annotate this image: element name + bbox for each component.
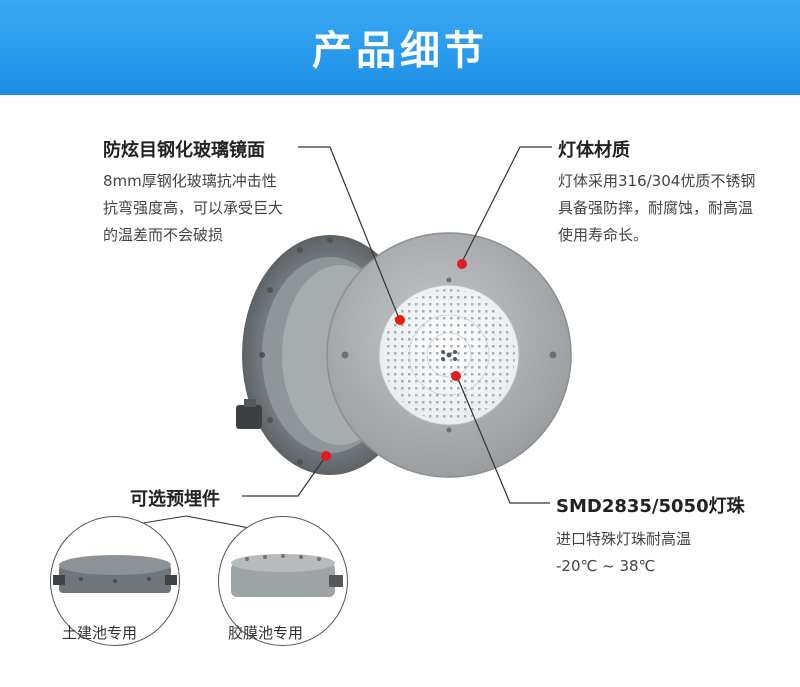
- feature-body-line: 灯体采用316/304优质不锈钢: [558, 172, 756, 190]
- feature-glass: 防炫目钢化玻璃镜面 8mm厚钢化玻璃抗冲击性 抗弯强度高，可以承受巨大 的温差而…: [103, 136, 283, 249]
- feature-body-title: 灯体材质: [558, 140, 630, 161]
- faceplate: [326, 232, 572, 478]
- feature-led: SMD2835/5050灯珠 进口特殊灯珠耐高温 -20℃ ~ 38℃: [556, 492, 745, 580]
- option-liner-pool-image: [218, 516, 348, 646]
- feature-glass-line: 抗弯强度高，可以承受巨大: [103, 199, 284, 217]
- feature-body: 灯体材质 灯体采用316/304优质不锈钢 具备强防摔，耐腐蚀，耐高温 使用寿命…: [558, 136, 755, 249]
- marker-led: [451, 371, 461, 381]
- feature-led-line: -20℃ ~ 38℃: [556, 557, 656, 575]
- feature-embedded-title: 可选预埋件: [130, 489, 220, 510]
- banner: 产品细节: [0, 0, 800, 95]
- feature-body-line: 具备强防摔，耐腐蚀，耐高温: [558, 199, 754, 217]
- feature-embedded: 可选预埋件: [130, 485, 220, 511]
- feature-led-line: 进口特殊灯珠耐高温: [556, 530, 692, 548]
- housing: [236, 235, 418, 475]
- feature-led-title: SMD2835/5050灯珠: [556, 496, 745, 517]
- leader-lines: [242, 146, 552, 504]
- marker-embedded: [321, 451, 331, 461]
- marker-glass: [395, 315, 405, 325]
- option-label-liner: 胶膜池专用: [228, 624, 304, 642]
- feature-glass-title: 防炫目钢化玻璃镜面: [103, 140, 265, 161]
- marker-body: [457, 259, 467, 269]
- option-label-concrete: 土建池专用: [62, 624, 138, 642]
- option-concrete-pool-image: [50, 516, 180, 646]
- feature-glass-line: 的温差而不会破损: [103, 226, 224, 244]
- markers: [321, 259, 467, 461]
- feature-glass-line: 8mm厚钢化玻璃抗冲击性: [103, 172, 277, 190]
- banner-title: 产品细节: [312, 28, 488, 74]
- feature-body-line: 使用寿命长。: [558, 226, 649, 244]
